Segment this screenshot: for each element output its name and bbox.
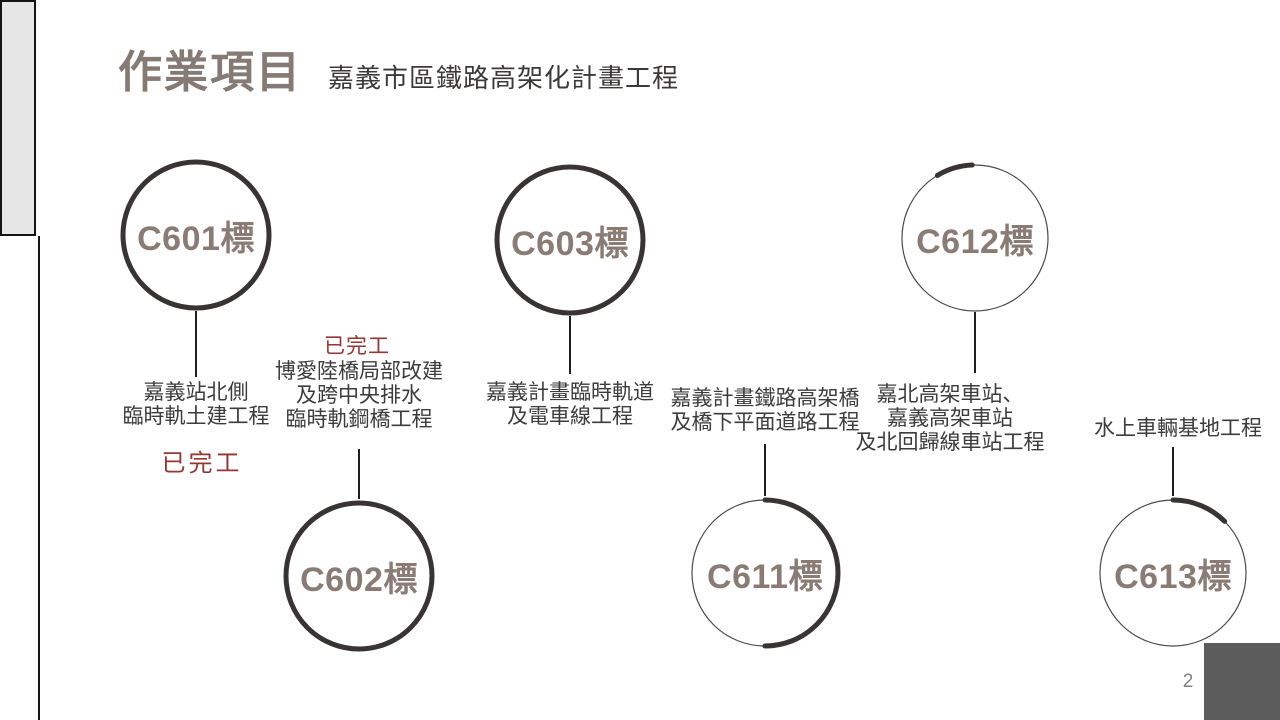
progress-ring-arc bbox=[1097, 497, 1249, 649]
progress-ring-base bbox=[901, 164, 1049, 312]
connector-line-c603 bbox=[569, 316, 571, 374]
node-c603-label: C603標 bbox=[511, 224, 629, 263]
connector-line-c601 bbox=[195, 311, 197, 377]
node-c613-label: C613標 bbox=[1114, 557, 1232, 596]
progress-ring-arc bbox=[494, 164, 646, 316]
page-title: 作業項目 bbox=[118, 48, 302, 97]
description-line: 水上車輛基地工程 bbox=[1094, 417, 1262, 440]
connector-line-c613 bbox=[1172, 447, 1174, 496]
connector-line-c611 bbox=[764, 444, 766, 496]
progress-ring-arc bbox=[689, 497, 841, 649]
description-line: 嘉義站北側 bbox=[143, 381, 249, 404]
node-c603-circle: C603標 bbox=[490, 160, 650, 320]
node-c612-description: 嘉北高架車站、 嘉義高架車站 及北回歸線車站工程 bbox=[856, 383, 1045, 455]
description-line: 及北回歸線車站工程 bbox=[855, 431, 1045, 454]
sidebar-vertical-line bbox=[38, 236, 40, 720]
sidebar-accent-bar bbox=[0, 0, 36, 236]
progress-ring-arc bbox=[120, 159, 272, 311]
description-line: 及跨中央排水 bbox=[296, 384, 422, 407]
progress-ring bbox=[689, 497, 841, 649]
node-c602-circle: C602標 bbox=[279, 496, 439, 656]
progress-ring bbox=[120, 159, 272, 311]
node-c601-description: 嘉義站北側 臨時軌土建工程 bbox=[123, 381, 270, 429]
node-c602-description: 博愛陸橋局部改建 及跨中央排水 臨時軌鋼橋工程 bbox=[275, 360, 443, 432]
node-c601-circle: C601標 bbox=[116, 155, 276, 315]
progress-ring-arc bbox=[899, 162, 1051, 314]
connector-line-c612 bbox=[974, 312, 976, 373]
description-line: 博愛陸橋局部改建 bbox=[275, 360, 443, 383]
node-c612-circle: C612標 bbox=[895, 158, 1055, 318]
status-completed-label-c602: 已完工 bbox=[324, 335, 390, 358]
slide-header: 作業項目 嘉義市區鐵路高架化計畫工程 bbox=[118, 36, 679, 100]
description-line: 及橋下平面道路工程 bbox=[670, 411, 860, 434]
node-c613-circle: C613標 bbox=[1093, 493, 1253, 653]
description-line: 嘉義高架車站 bbox=[887, 407, 1013, 430]
description-line: 嘉義計畫鐵路高架橋 bbox=[670, 387, 860, 410]
progress-ring bbox=[899, 162, 1051, 314]
node-c611-circle: C611標 bbox=[685, 493, 845, 653]
description-line: 嘉義計畫臨時軌道 bbox=[486, 381, 654, 404]
node-c602-label: C602標 bbox=[300, 560, 418, 599]
progress-ring bbox=[283, 500, 435, 652]
node-c611-description: 嘉義計畫鐵路高架橋 及橋下平面道路工程 bbox=[671, 387, 860, 435]
node-c611-label: C611標 bbox=[707, 557, 823, 596]
node-c603-description: 嘉義計畫臨時軌道 及電車線工程 bbox=[486, 381, 654, 429]
progress-ring-arc bbox=[283, 500, 435, 652]
progress-ring bbox=[1097, 497, 1249, 649]
node-c601-label: C601標 bbox=[137, 219, 255, 258]
description-line: 嘉北高架車站、 bbox=[876, 383, 1024, 406]
page-subtitle: 嘉義市區鐵路高架化計畫工程 bbox=[328, 63, 680, 93]
progress-ring bbox=[494, 164, 646, 316]
status-completed-label-c601: 已完工 bbox=[161, 450, 243, 477]
description-line: 臨時軌土建工程 bbox=[122, 405, 270, 428]
description-line: 臨時軌鋼橋工程 bbox=[285, 408, 433, 431]
node-c613-description: 水上車輛基地工程 bbox=[1094, 417, 1262, 441]
footer-accent-rect bbox=[1204, 643, 1280, 720]
connector-line-c602 bbox=[358, 449, 360, 499]
description-line: 及電車線工程 bbox=[507, 405, 633, 428]
node-c612-label: C612標 bbox=[916, 222, 1034, 261]
page-number: 2 bbox=[1182, 671, 1194, 692]
